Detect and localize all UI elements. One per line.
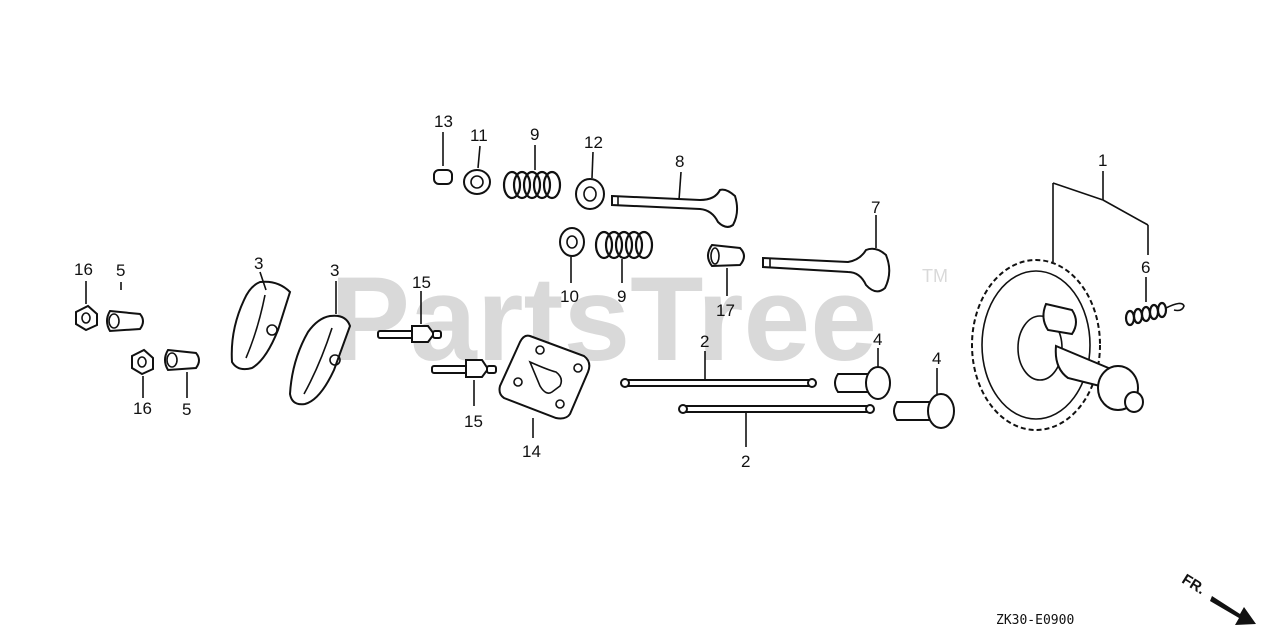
callout-4-lower: 4 <box>932 349 941 368</box>
diagram-code: ZK30-E0900 <box>996 613 1074 628</box>
callout-4-upper: 4 <box>873 330 882 349</box>
callout-2-upper: 2 <box>700 332 709 351</box>
callout-5-lower: 5 <box>182 400 191 419</box>
part-15-stud-lower[interactable] <box>431 359 497 378</box>
callout-15-upper: 15 <box>412 273 431 292</box>
part-4-tappet-lower[interactable] <box>893 393 955 429</box>
callout-7: 7 <box>871 198 880 217</box>
callout-3-left: 3 <box>254 254 263 273</box>
arrow-right-down-icon <box>1210 596 1256 625</box>
callout-6: 6 <box>1141 258 1150 277</box>
part-1-camshaft-assembly[interactable] <box>971 259 1144 431</box>
callout-1: 1 <box>1098 151 1107 170</box>
part-14-pushrod-guide-plate[interactable] <box>498 334 591 420</box>
callout-16-upper: 16 <box>74 260 93 279</box>
callout-9-upper: 9 <box>530 125 539 144</box>
part-15-stud-upper[interactable] <box>377 325 442 343</box>
part-2-pushrod-lower[interactable] <box>678 404 875 414</box>
part-9-valve-spring-upper[interactable] <box>502 170 562 200</box>
callout-10: 10 <box>560 287 579 306</box>
part-6-decompressor-spring[interactable] <box>1124 301 1185 327</box>
leader-3-left <box>259 271 267 291</box>
leader-12 <box>591 151 594 179</box>
part-16-nut-upper[interactable] <box>75 304 98 332</box>
part-3-rocker-arm-right[interactable] <box>288 314 352 406</box>
watermark-trademark: TM <box>922 266 948 286</box>
leader-8 <box>678 171 682 201</box>
part-13-valve-cap[interactable] <box>433 169 453 185</box>
part-10-valve-seal[interactable] <box>559 227 585 257</box>
part-7-intake-valve[interactable] <box>762 247 891 293</box>
callout-13: 13 <box>434 112 453 131</box>
callout-15-lower: 15 <box>464 412 483 431</box>
part-9-valve-spring-lower[interactable] <box>594 230 654 260</box>
part-17-valve-guide[interactable] <box>707 243 745 268</box>
leader-1-branch-spring <box>1102 199 1149 226</box>
part-5-pivot-lower[interactable] <box>164 348 200 372</box>
callout-8: 8 <box>675 152 684 171</box>
part-5-pivot-upper[interactable] <box>106 309 144 333</box>
callout-5-upper: 5 <box>116 261 125 280</box>
callout-11: 11 <box>470 126 488 145</box>
callout-17: 17 <box>716 301 735 320</box>
callout-14: 14 <box>522 442 541 461</box>
callout-9-lower: 9 <box>617 287 626 306</box>
callout-2-lower: 2 <box>741 452 750 471</box>
leader-11 <box>477 145 481 169</box>
part-12-valve-seal[interactable] <box>575 178 605 210</box>
leader-1-branch-gear <box>1052 182 1104 201</box>
callout-16-lower: 16 <box>133 399 152 418</box>
front-direction-indicator: FR. <box>1179 571 1256 625</box>
callout-12: 12 <box>584 133 603 152</box>
part-16-nut-lower[interactable] <box>131 348 154 376</box>
part-4-tappet-upper[interactable] <box>834 366 891 400</box>
part-8-exhaust-valve[interactable] <box>611 188 739 228</box>
callout-3-right: 3 <box>330 261 339 280</box>
part-11-spring-retainer[interactable] <box>463 169 491 195</box>
direction-label: FR. <box>1179 571 1209 598</box>
part-3-rocker-arm-left[interactable] <box>230 280 292 371</box>
part-2-pushrod-upper[interactable] <box>620 378 817 388</box>
